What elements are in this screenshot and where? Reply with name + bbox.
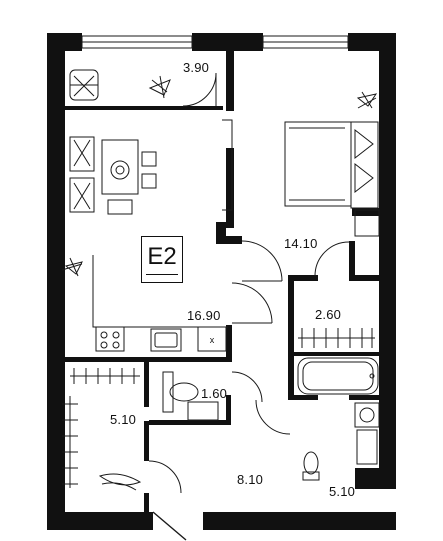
- door-swing-kitchen: [231, 282, 273, 324]
- sink-icon: [150, 328, 182, 352]
- armchair-icon: [69, 69, 99, 101]
- fridge: [197, 326, 227, 352]
- entrance-door: [152, 511, 187, 541]
- stove-label: x: [210, 335, 215, 345]
- plant-kitchen-icon: [61, 257, 83, 277]
- washing-machine: [356, 429, 378, 465]
- nightstand: [354, 209, 380, 237]
- area-bathroom: 5.10: [329, 484, 356, 499]
- plant-bedroom-icon: [356, 91, 378, 109]
- door-swing-wardrobe: [314, 241, 350, 277]
- area-storage: 5.10: [110, 412, 137, 427]
- kitchen-counter-edge: [92, 255, 228, 328]
- walls: [47, 33, 396, 530]
- toilet-bath-icon: [302, 451, 320, 481]
- toilet-icon: [162, 371, 199, 413]
- shelf-rack: [62, 368, 140, 488]
- window-left: [81, 35, 193, 49]
- wardrobe-rail: [298, 328, 375, 348]
- variant-underline: [146, 274, 178, 275]
- apartment-variant-badge: E2: [141, 236, 183, 283]
- window-right: [262, 35, 349, 49]
- door-swing-storage: [148, 460, 182, 494]
- washbasin-icon: [354, 402, 380, 428]
- shoes-icon: [98, 473, 142, 491]
- sliding-door: [222, 119, 233, 211]
- apartment-variant-label: E2: [147, 243, 177, 270]
- area-wardrobe: 2.60: [315, 307, 342, 322]
- bed-icon: [284, 121, 379, 209]
- area-toilet: 1.60: [201, 386, 228, 401]
- door-swing-toilet: [231, 371, 263, 403]
- area-loggia-left: 3.90: [183, 60, 210, 75]
- dining-set-icon: [69, 136, 157, 215]
- area-bedroom: 14.10: [284, 236, 318, 251]
- small-sink: [187, 401, 219, 421]
- area-kitchen-living: 16.90: [187, 308, 221, 323]
- area-hallway: 8.10: [237, 472, 264, 487]
- door-swing-bathroom: [255, 399, 291, 435]
- fixtures: x: [61, 35, 380, 541]
- door-swing: [182, 72, 217, 107]
- door-swing-bedroom: [241, 240, 283, 282]
- stove-icon: [95, 326, 125, 352]
- plant-icon: [148, 75, 171, 99]
- bathtub-icon: [297, 357, 379, 395]
